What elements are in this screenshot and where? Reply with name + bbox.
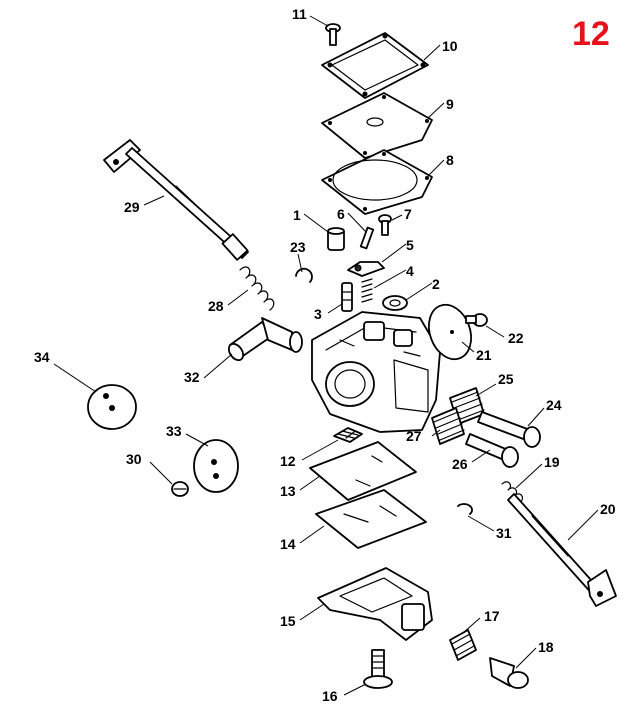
callout-33: 33 (166, 423, 182, 439)
callout-5: 5 (406, 237, 414, 253)
screw-22 (465, 313, 488, 327)
callout-labels: 1 2 3 4 5 6 7 8 9 10 11 12 13 14 15 16 1… (34, 6, 616, 704)
leader-lines (53, 15, 599, 696)
callout-30: 30 (126, 451, 142, 467)
clip-31 (457, 503, 473, 515)
callout-21: 21 (476, 347, 492, 363)
callout-29: 29 (124, 199, 140, 215)
screw-30 (171, 481, 189, 497)
needle-3 (341, 282, 353, 312)
callout-25: 25 (498, 371, 514, 387)
callout-19: 19 (544, 454, 560, 470)
callout-6: 6 (337, 206, 345, 222)
callout-8: 8 (446, 152, 454, 168)
spring-19 (501, 481, 524, 503)
callout-28: 28 (208, 298, 224, 314)
diaphragm-21 (428, 303, 472, 361)
strainer-12 (333, 427, 363, 443)
callout-26: 26 (452, 456, 468, 472)
spring-17 (449, 629, 477, 661)
callout-24: 24 (546, 397, 562, 413)
callout-17: 17 (484, 608, 500, 624)
callout-10: 10 (442, 38, 458, 54)
callout-3: 3 (314, 306, 322, 322)
callout-14: 14 (280, 536, 296, 552)
callout-9: 9 (446, 96, 454, 112)
pin-6 (359, 226, 375, 250)
spring-28 (239, 266, 275, 311)
callout-18: 18 (538, 639, 554, 655)
cover-15 (317, 567, 433, 641)
callout-11: 11 (292, 6, 307, 22)
screw-24 (477, 411, 541, 448)
lever-5 (347, 261, 385, 277)
gasket-13 (309, 441, 417, 501)
screw-16 (363, 649, 393, 689)
callout-31: 31 (496, 525, 512, 541)
callout-13: 13 (280, 483, 296, 499)
callout-2: 2 (432, 276, 440, 292)
callout-15: 15 (280, 613, 296, 629)
spring-4 (361, 278, 373, 303)
gasket-8 (321, 149, 433, 215)
clip-23 (295, 267, 313, 283)
elbow-fitting-32 (227, 317, 303, 362)
screw-7 (378, 214, 392, 236)
callout-27: 27 (406, 428, 422, 444)
callout-23: 23 (290, 239, 306, 255)
callout-20: 20 (600, 501, 616, 517)
pump-diaphragm-9 (321, 92, 433, 159)
washer-2 (382, 295, 408, 311)
callout-16: 16 (322, 688, 338, 704)
screw-26 (465, 433, 519, 468)
callout-34: 34 (34, 349, 50, 365)
choke-plate-34 (87, 384, 137, 430)
pump-cover-10 (321, 32, 429, 99)
callout-1: 1 (293, 207, 301, 223)
carburetor-body (311, 311, 441, 433)
callout-32: 32 (184, 369, 200, 385)
screw-11 (325, 23, 341, 46)
callout-12: 12 (280, 453, 296, 469)
choke-shaft-20 (507, 493, 617, 607)
callout-22: 22 (508, 330, 524, 346)
screw-18 (489, 657, 529, 689)
diaphragm-14 (315, 489, 427, 549)
figure-number: 12 (572, 15, 610, 53)
throttle-shaft-29 (103, 139, 249, 261)
callout-7: 7 (404, 206, 412, 222)
spring-27 (431, 407, 465, 445)
callout-4: 4 (406, 263, 414, 279)
throttle-plate-33 (193, 439, 239, 493)
inlet-needle-1 (327, 227, 345, 251)
